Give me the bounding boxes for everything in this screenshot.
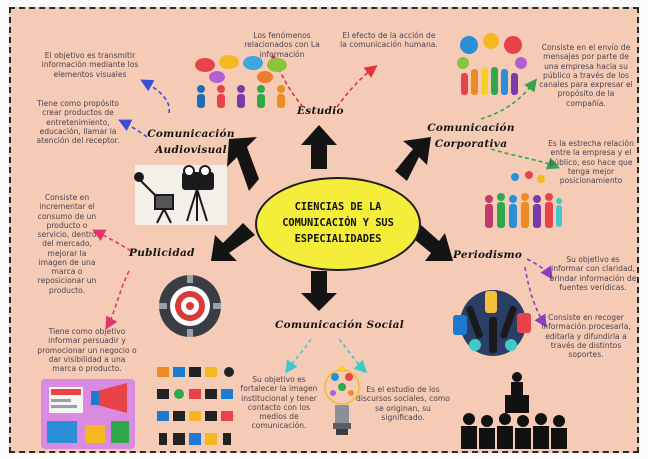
press-microphones-icon	[453, 290, 531, 356]
note-periodismo-1: Su objetivo es informar con claridad, br…	[549, 255, 637, 292]
note-audiovisual-2: Tiene como propósito crear productos de …	[36, 99, 120, 145]
central-topic: CIENCIAS DE LA COMUNICACIÓN Y SUS ESPECI…	[255, 177, 421, 271]
connector-periodismo-top	[526, 258, 553, 280]
connector-corporativa-right	[490, 148, 560, 170]
note-publicidad-2: Tiene como objetivo informar persuadir y…	[37, 327, 137, 373]
branch-label-audiovisual: Comunicación Audiovisual	[147, 128, 235, 156]
film-camera-icon	[134, 165, 227, 225]
connector-estudio-right	[336, 65, 378, 108]
note-estudio-2: El efecto de la acción de la comunicació…	[340, 31, 438, 50]
advertising-desk-icon	[41, 379, 135, 449]
note-publicidad-1: Consiste en incrementar el consumo de un…	[37, 193, 97, 295]
media-icons-grid-icon	[157, 367, 234, 445]
arrow-right	[409, 225, 453, 261]
speech-bubbles-people-icon	[195, 55, 287, 108]
connector-audiovisual-side	[118, 119, 148, 138]
connector-arrows	[92, 54, 560, 374]
connector-audiovisual-top	[140, 79, 170, 114]
branch-label-publicidad: Publicidad	[129, 247, 195, 259]
connector-publicidad-top	[92, 229, 132, 252]
note-corporativa-1: Consiste en el envío de mensajes por par…	[539, 43, 633, 108]
audience-speaker-icon	[461, 372, 567, 449]
connector-periodismo-bottom	[524, 266, 547, 328]
note-estudio-1: Los fenómenos relacionados con La inform…	[244, 31, 320, 59]
arrow-up-right	[395, 137, 431, 181]
arrow-up	[301, 125, 337, 169]
arrow-down	[301, 271, 337, 311]
note-audiovisual-1: El objetivo es transmitir información me…	[41, 51, 139, 79]
branch-label-corporativa: Comunicación Corporativa	[427, 122, 515, 150]
note-social-2: Es el estudio de los discursos sociales,…	[356, 385, 450, 422]
branch-label-social: Comunicación Social	[275, 319, 405, 331]
note-periodismo-2: Consiste en recoger información procesar…	[541, 313, 631, 359]
branch-label-periodismo: Periodismo	[453, 249, 523, 261]
central-topic-title: CIENCIAS DE LA COMUNICACIÓN Y SUS ESPECI…	[282, 201, 394, 245]
lightbulb-media-icon	[324, 366, 360, 435]
arrow-left	[211, 223, 255, 261]
connector-corporativa-top	[480, 78, 537, 120]
main-arrows	[211, 125, 453, 311]
note-corporativa-2: Es la estrecha relación entre la empresa…	[548, 139, 634, 185]
social-network-hands-icon	[457, 33, 527, 95]
target-icon	[159, 275, 221, 337]
note-social-1: Su objetivo es fortalecer la imagen inst…	[240, 375, 318, 431]
mind-map-board: CIENCIAS DE LA COMUNICACIÓN Y SUS ESPECI…	[9, 7, 639, 453]
team-people-icon	[485, 171, 562, 228]
connector-publicidad-bottom	[105, 270, 130, 330]
connector-social-left	[285, 338, 312, 374]
arrow-up-left	[227, 137, 259, 191]
connector-social-right	[338, 338, 368, 374]
branch-label-estudio: Estudio	[297, 105, 344, 117]
